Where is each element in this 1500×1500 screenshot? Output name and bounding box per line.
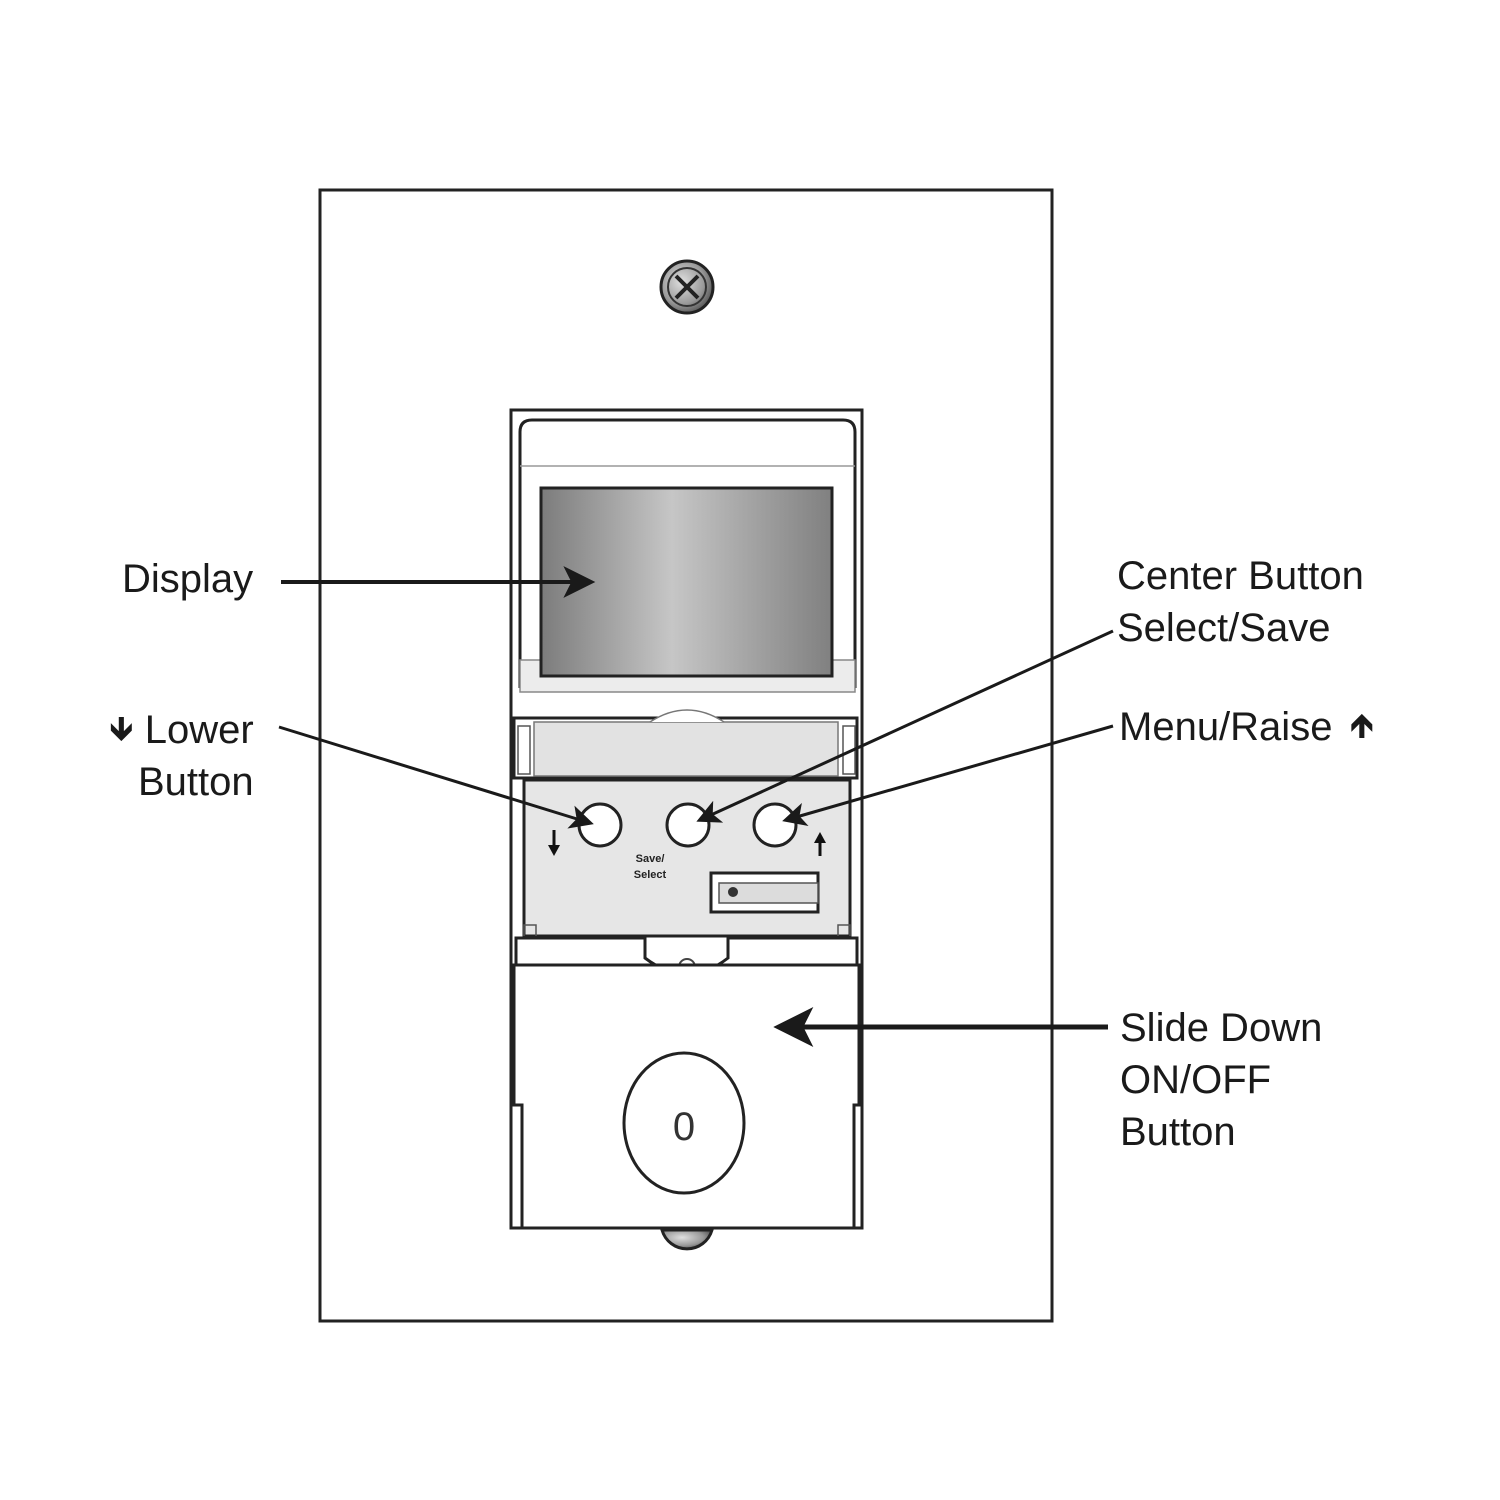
lower-arrow-icon xyxy=(548,830,560,856)
on-off-symbol: 0 xyxy=(673,1105,695,1149)
save-select-small-label-2: Select xyxy=(634,869,667,881)
slide-label-line1: Slide Down xyxy=(1120,1006,1323,1050)
on-off-oval xyxy=(622,1051,746,1195)
slide-label-line3: Button xyxy=(1120,1110,1236,1154)
center-label-line2: Select/Save xyxy=(1117,606,1331,650)
lower-label-line1: Lower xyxy=(144,708,254,752)
display-label-text: Display xyxy=(122,557,254,601)
lower-label-line2: Button xyxy=(138,760,254,804)
center-save-select-button[interactable] xyxy=(665,802,711,848)
top-screw-icon xyxy=(659,259,715,315)
save-select-small-label: Save/ xyxy=(636,853,665,865)
slide-down-label: Slide Down ON/OFF Button xyxy=(1120,1002,1322,1158)
menu-raise-label: Menu/Raise 🡹 xyxy=(1119,700,1374,753)
menu-raise-button[interactable] xyxy=(752,802,798,848)
slide-label-line2: ON/OFF xyxy=(1120,1058,1272,1102)
raise-leader xyxy=(782,724,1114,827)
display-label: Display xyxy=(122,553,253,605)
down-arrow-icon: 🡻 xyxy=(109,710,134,748)
center-leader xyxy=(696,629,1114,823)
center-button-label: Center Button Select/Save xyxy=(1117,550,1364,654)
up-arrow-icon: 🡹 xyxy=(1349,707,1374,745)
center-label-line1: Center Button xyxy=(1117,554,1364,598)
lower-leader xyxy=(278,725,594,829)
lower-button-label: 🡻 Lower Button xyxy=(106,703,254,808)
raise-label-line1: Menu/Raise xyxy=(1119,705,1333,749)
lower-button[interactable] xyxy=(577,802,623,848)
bottom-screw-icon xyxy=(660,1228,714,1251)
indicator-slot xyxy=(709,871,820,914)
raise-arrow-icon xyxy=(814,832,826,856)
